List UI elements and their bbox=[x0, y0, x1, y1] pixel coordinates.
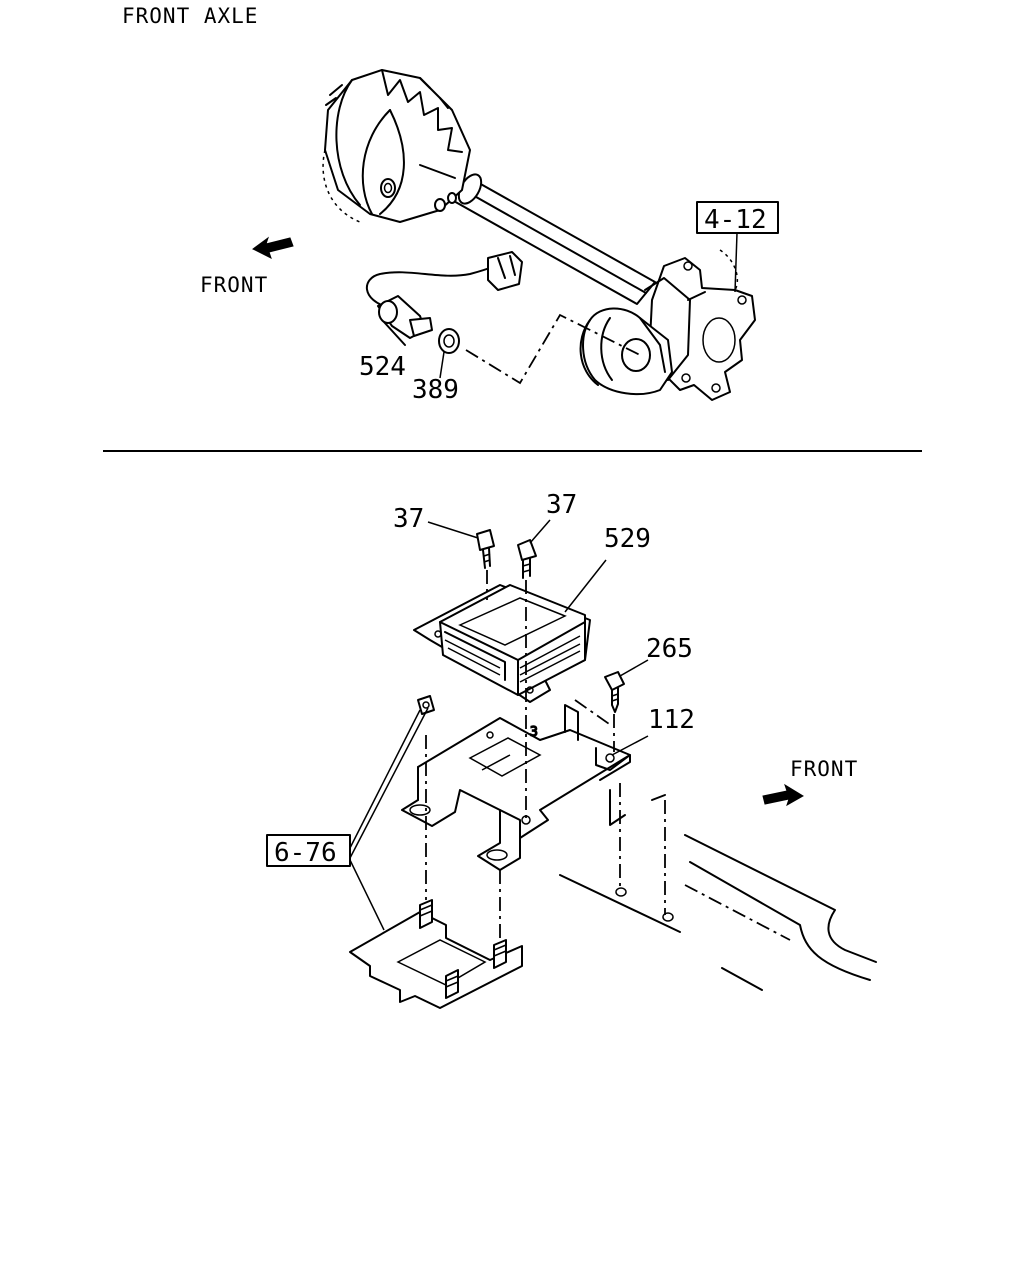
nut[interactable] bbox=[417, 695, 435, 715]
part-label-529: 529 bbox=[604, 524, 651, 554]
part-label-265: 265 bbox=[646, 634, 693, 664]
part-label-37-right: 37 bbox=[546, 490, 577, 520]
control-unit[interactable]: 529 bbox=[413, 524, 651, 703]
front-label-upper: FRONT bbox=[200, 273, 268, 297]
front-label-lower: FRONT bbox=[790, 757, 858, 781]
base-plate[interactable] bbox=[349, 735, 523, 1009]
speed-sensor[interactable]: 524 bbox=[359, 251, 523, 382]
part-label-112: 112 bbox=[648, 705, 695, 735]
front-indicator-lower: FRONT bbox=[762, 757, 858, 807]
mounting-bracket[interactable]: 3 112 bbox=[401, 704, 695, 871]
ref-box-6-76[interactable]: 6-76 bbox=[266, 707, 429, 931]
bolt-right[interactable]: 37 bbox=[517, 490, 577, 818]
front-arrow-icon bbox=[762, 783, 804, 807]
part-label-389: 389 bbox=[412, 375, 459, 405]
ref-box-4-12[interactable]: 4-12 bbox=[696, 201, 779, 293]
front-indicator-upper: FRONT bbox=[200, 236, 294, 297]
frame-rail bbox=[559, 783, 877, 991]
ref-box-4-12-label: 4-12 bbox=[704, 205, 767, 235]
ref-box-6-76-label: 6-76 bbox=[274, 838, 337, 868]
o-ring-washer[interactable]: 389 bbox=[412, 328, 460, 405]
front-arrow-icon bbox=[252, 236, 294, 259]
front-axle-assembly bbox=[322, 69, 756, 401]
part-label-37-left: 37 bbox=[393, 504, 424, 534]
svg-text:3: 3 bbox=[530, 725, 538, 740]
tapping-screw[interactable]: 265 bbox=[574, 634, 693, 752]
part-label-524: 524 bbox=[359, 352, 406, 382]
bolt-left[interactable]: 37 bbox=[393, 504, 495, 600]
page-title: FRONT AXLE bbox=[122, 4, 258, 28]
